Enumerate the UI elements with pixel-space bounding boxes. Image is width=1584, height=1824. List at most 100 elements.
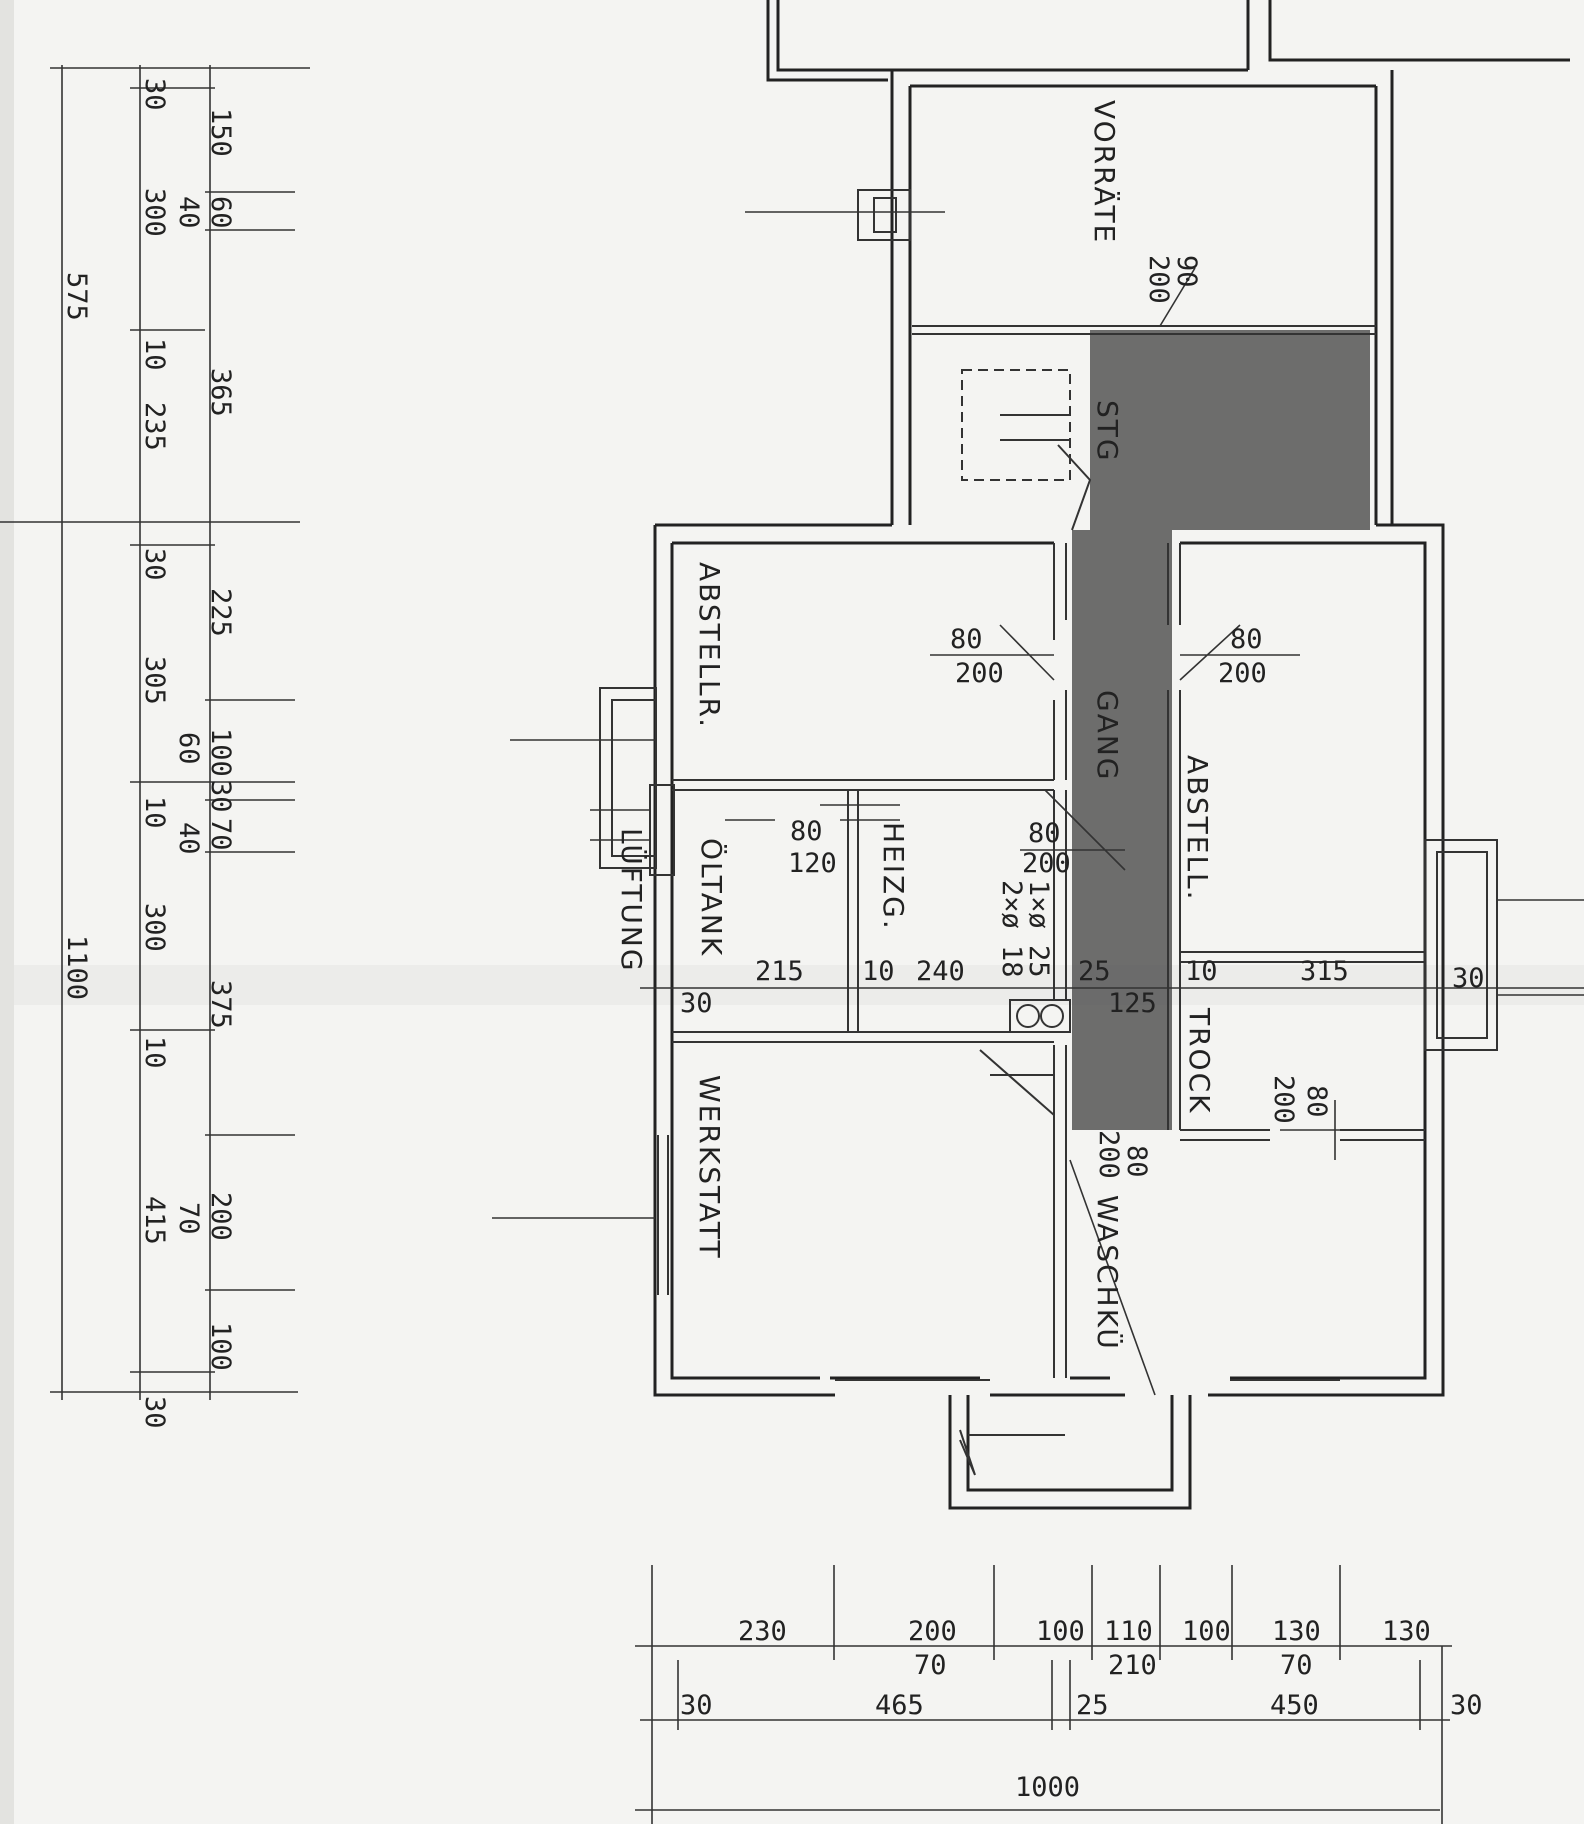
svg-text:10: 10: [139, 796, 170, 829]
svg-text:230: 230: [738, 1616, 787, 1647]
werkstatt-north-wall: [672, 1031, 1054, 1043]
dim-trock-w: 315: [1300, 956, 1349, 987]
main-outer-wall: [653, 523, 1445, 1397]
svg-text:130: 130: [1382, 1616, 1431, 1647]
door-abstellr-w: 80: [950, 624, 983, 655]
door-dims: 90 200 80 200 80 200 80 120 80 200 80 20…: [788, 255, 1332, 1179]
svg-text:225: 225: [205, 588, 236, 637]
dim-gang-w: 125: [1108, 988, 1157, 1019]
oeltank-heizg-wall: [847, 790, 859, 1032]
pipe-label-1: 1×ø 25: [1023, 880, 1054, 978]
room-stg: STG: [1091, 400, 1124, 463]
svg-text:130: 130: [1272, 1616, 1321, 1647]
dim-oeltank-w: 215: [755, 956, 804, 987]
paper-fold: [0, 965, 1584, 1005]
chimney: [1009, 999, 1071, 1033]
svg-text:30: 30: [1450, 1690, 1483, 1721]
pipe-label-2: 2×ø 18: [996, 880, 1027, 978]
dim-left-1100: 1100: [61, 935, 92, 1000]
door-vorraete-h: 200: [1143, 255, 1174, 304]
gang-east-wall: [1167, 543, 1181, 1130]
stair-landing-shade: [1090, 330, 1370, 530]
trock-south-wall: [1180, 1129, 1425, 1141]
entry-steps: [959, 1429, 1065, 1476]
dim-wall-10a: 10: [862, 956, 895, 987]
dim-left-30: 30: [680, 988, 713, 1019]
svg-text:210: 210: [1108, 1650, 1157, 1681]
door-heizg-h: 200: [1022, 848, 1071, 879]
room-vorraete: VORRÄTE: [1088, 100, 1121, 244]
door-vorraete-w: 90: [1171, 255, 1202, 288]
dim-bottom-1000: 1000: [1015, 1772, 1080, 1803]
stair-down: [979, 1049, 1055, 1116]
svg-text:200: 200: [205, 1192, 236, 1241]
svg-text:70: 70: [205, 818, 236, 851]
svg-text:100: 100: [205, 1322, 236, 1371]
gang-shade: [1072, 530, 1172, 1130]
light-well-left-inner: [611, 699, 657, 857]
svg-text:10: 10: [139, 1036, 170, 1069]
vent-grate: [590, 784, 675, 876]
room-werkstatt: WERKSTATT: [693, 1075, 726, 1260]
room-lueftung: LÜFTUNG: [615, 828, 649, 973]
svg-text:10: 10: [139, 338, 170, 371]
dim-heizg-w: 240: [916, 956, 965, 987]
svg-text:60: 60: [205, 196, 236, 229]
room-heizg: HEIZG.: [877, 822, 910, 931]
svg-text:30: 30: [139, 548, 170, 581]
stair-run: [961, 369, 1071, 481]
door-trock-w: 80: [1301, 1085, 1332, 1118]
paper-edge: [0, 0, 14, 1824]
flue: [1009, 999, 1071, 1033]
shaded-areas: [1072, 330, 1370, 1130]
window-vorraete-inner: [873, 197, 897, 233]
pipe-labels: 1×ø 25 2×ø 18: [996, 880, 1054, 978]
svg-text:40: 40: [173, 822, 204, 855]
room-abstell: ABSTELL.: [1181, 755, 1214, 902]
upper-wall: [766, 0, 1570, 82]
room-labels: VORRÄTE STG ABSTELLR. GANG ABSTELL. ÖLTA…: [615, 100, 1216, 1351]
entry-porch: [948, 1395, 1192, 1510]
door-swings: [725, 267, 1370, 1396]
svg-text:365: 365: [205, 368, 236, 417]
room-waschkue: WASCHKÜ: [1091, 1195, 1125, 1351]
svg-text:200: 200: [908, 1616, 957, 1647]
svg-text:465: 465: [875, 1690, 924, 1721]
inner-dim-row: 215 10 240 25 125 10 315 30 30: [640, 956, 1584, 1019]
heizg-east-wall: [1053, 790, 1067, 1000]
dim-wall-25: 25: [1078, 956, 1111, 987]
svg-text:235: 235: [139, 402, 170, 451]
door-trock-h: 200: [1268, 1075, 1299, 1124]
door-heizg-w: 80: [1028, 818, 1061, 849]
door-abstell-h: 200: [1218, 658, 1267, 689]
door-waschkue-h: 200: [1093, 1130, 1124, 1179]
svg-text:415: 415: [139, 1196, 170, 1245]
svg-text:70: 70: [914, 1650, 947, 1681]
dim-left-575: 575: [61, 272, 92, 321]
vorraete-walls: [890, 70, 1394, 525]
bottom-dimensions: 230 200 100 110 100 130 130 70 210 70 30…: [635, 1565, 1483, 1824]
svg-text:70: 70: [173, 1202, 204, 1235]
svg-text:30: 30: [680, 1690, 713, 1721]
light-well-right-inner: [1436, 851, 1488, 1039]
windows: [492, 189, 1584, 1381]
svg-text:30: 30: [205, 780, 236, 813]
svg-text:70: 70: [1280, 1650, 1313, 1681]
room-gang: GANG: [1091, 690, 1124, 782]
werkstatt-east-wall: [1053, 1045, 1067, 1378]
svg-text:25: 25: [1076, 1690, 1109, 1721]
svg-text:100: 100: [1182, 1616, 1231, 1647]
left-dimensions: 575 1100 30 300 10 235 30 305 10 300 10 …: [0, 65, 310, 1429]
svg-text:60: 60: [173, 732, 204, 765]
room-oeltank: ÖLTANK: [695, 838, 729, 957]
stairs: [959, 369, 1092, 1476]
svg-text:30: 30: [139, 1396, 170, 1429]
svg-text:375: 375: [205, 980, 236, 1029]
abstellr-south-wall: [672, 779, 1054, 791]
light-well-right: [1424, 839, 1498, 1051]
dim-right-30: 30: [1452, 963, 1485, 994]
svg-text:150: 150: [205, 108, 236, 157]
abstellr-east-wall: [1053, 543, 1067, 780]
door-abstell-w: 80: [1230, 624, 1263, 655]
